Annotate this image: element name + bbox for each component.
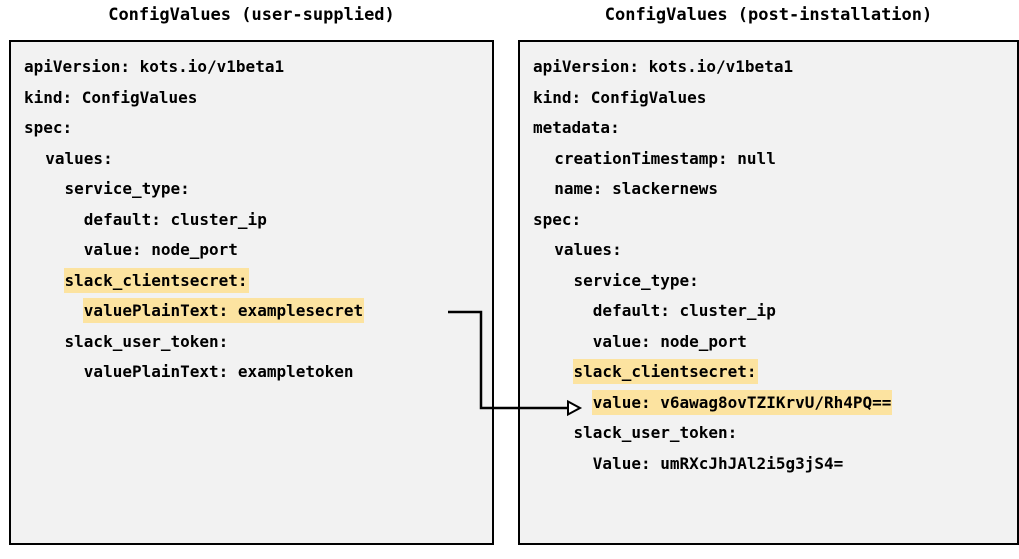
code-text-highlighted: slack_clientsecret: [63, 267, 249, 293]
code-line: service_type: [520, 266, 1017, 297]
code-block-user-supplied: apiVersion: kots.io/v1beta1 kind: ConfigV… [9, 40, 494, 545]
code-line: valuePlainText: exampletoken [11, 357, 492, 388]
code-text: values: [554, 240, 622, 259]
code-indent [532, 359, 573, 384]
code-block-post-installation: apiVersion: kots.io/v1beta1 kind: ConfigV… [518, 40, 1019, 545]
code-line: spec: [520, 205, 1017, 236]
code-line: value: v6awag8ovTZIKrvU/Rh4PQ== [520, 388, 1017, 419]
code-line: spec: [11, 113, 492, 144]
code-indent [532, 451, 592, 476]
panel-title-user-supplied: ConfigValues (user-supplied) [108, 5, 395, 25]
code-indent [532, 237, 553, 262]
code-indent [23, 237, 83, 262]
code-text: values: [45, 148, 113, 168]
code-indent [532, 329, 592, 354]
code-indent [23, 329, 64, 354]
code-indent [23, 298, 83, 323]
panel-title-post-installation: ConfigValues (post-installation) [604, 5, 933, 25]
code-lines-user-supplied: apiVersion: kots.io/v1beta1 kind: ConfigV… [11, 52, 492, 388]
code-indent [23, 359, 83, 384]
code-text: kind: ConfigValues [533, 87, 707, 107]
code-line: kind: ConfigValues [11, 83, 492, 114]
code-text: apiVersion: kots.io/v1beta1 [24, 57, 285, 76]
code-text: creationTimestamp: null [554, 148, 776, 168]
code-text: metadata: [533, 118, 620, 137]
code-indent [532, 176, 553, 201]
code-indent [23, 146, 44, 171]
code-text: apiVersion: kots.io/v1beta1 [533, 57, 794, 76]
code-text: name: slackernews [554, 179, 719, 198]
code-line: service_type: [11, 174, 492, 205]
code-text: service_type: [64, 179, 190, 198]
code-line: default: cluster_ip [11, 205, 492, 236]
code-line: name: slackernews [520, 174, 1017, 205]
code-text: Value: umRXcJhJAl2i5g3jS4= [592, 453, 844, 473]
code-indent [532, 390, 592, 415]
code-indent [23, 176, 64, 201]
code-line: default: cluster_ip [520, 296, 1017, 327]
code-text-highlighted: value: v6awag8ovTZIKrvU/Rh4PQ== [591, 389, 893, 415]
code-text: value: node_port [592, 331, 747, 351]
code-line: Value: umRXcJhJAl2i5g3jS4= [520, 449, 1017, 480]
code-text-highlighted: valuePlainText: examplesecret [82, 298, 365, 323]
code-text: valuePlainText: exampletoken [83, 362, 354, 381]
code-line: metadata: [520, 113, 1017, 144]
code-text-highlighted: slack_clientsecret: [572, 359, 758, 384]
code-line: slack_user_token: [520, 418, 1017, 449]
code-line: kind: ConfigValues [520, 83, 1017, 114]
code-indent [532, 420, 573, 445]
code-line: slack_clientsecret: [520, 357, 1017, 388]
code-lines-post-installation: apiVersion: kots.io/v1beta1 kind: ConfigV… [520, 52, 1017, 479]
code-line: slack_clientsecret: [11, 266, 492, 297]
code-text: default: cluster_ip [83, 209, 267, 229]
code-text: default: cluster_ip [592, 301, 776, 320]
code-text: service_type: [573, 270, 699, 290]
code-line: creationTimestamp: null [520, 144, 1017, 175]
code-indent [532, 298, 592, 323]
code-line: values: [520, 235, 1017, 266]
code-text: slack_user_token: [573, 423, 738, 442]
code-indent [23, 268, 64, 293]
code-text: value: node_port [83, 240, 238, 259]
code-line: slack_user_token: [11, 327, 492, 358]
code-indent [23, 207, 83, 232]
code-line: apiVersion: kots.io/v1beta1 [520, 52, 1017, 83]
code-text: slack_user_token: [64, 331, 229, 351]
code-line: value: node_port [520, 327, 1017, 358]
code-line: values: [11, 144, 492, 175]
code-line: valuePlainText: examplesecret [11, 296, 492, 327]
code-indent [532, 268, 573, 293]
code-text: spec: [533, 209, 582, 229]
code-indent [532, 146, 553, 171]
code-text: kind: ConfigValues [24, 87, 198, 107]
code-line: apiVersion: kots.io/v1beta1 [11, 52, 492, 83]
code-text: spec: [24, 118, 73, 137]
code-line: value: node_port [11, 235, 492, 266]
